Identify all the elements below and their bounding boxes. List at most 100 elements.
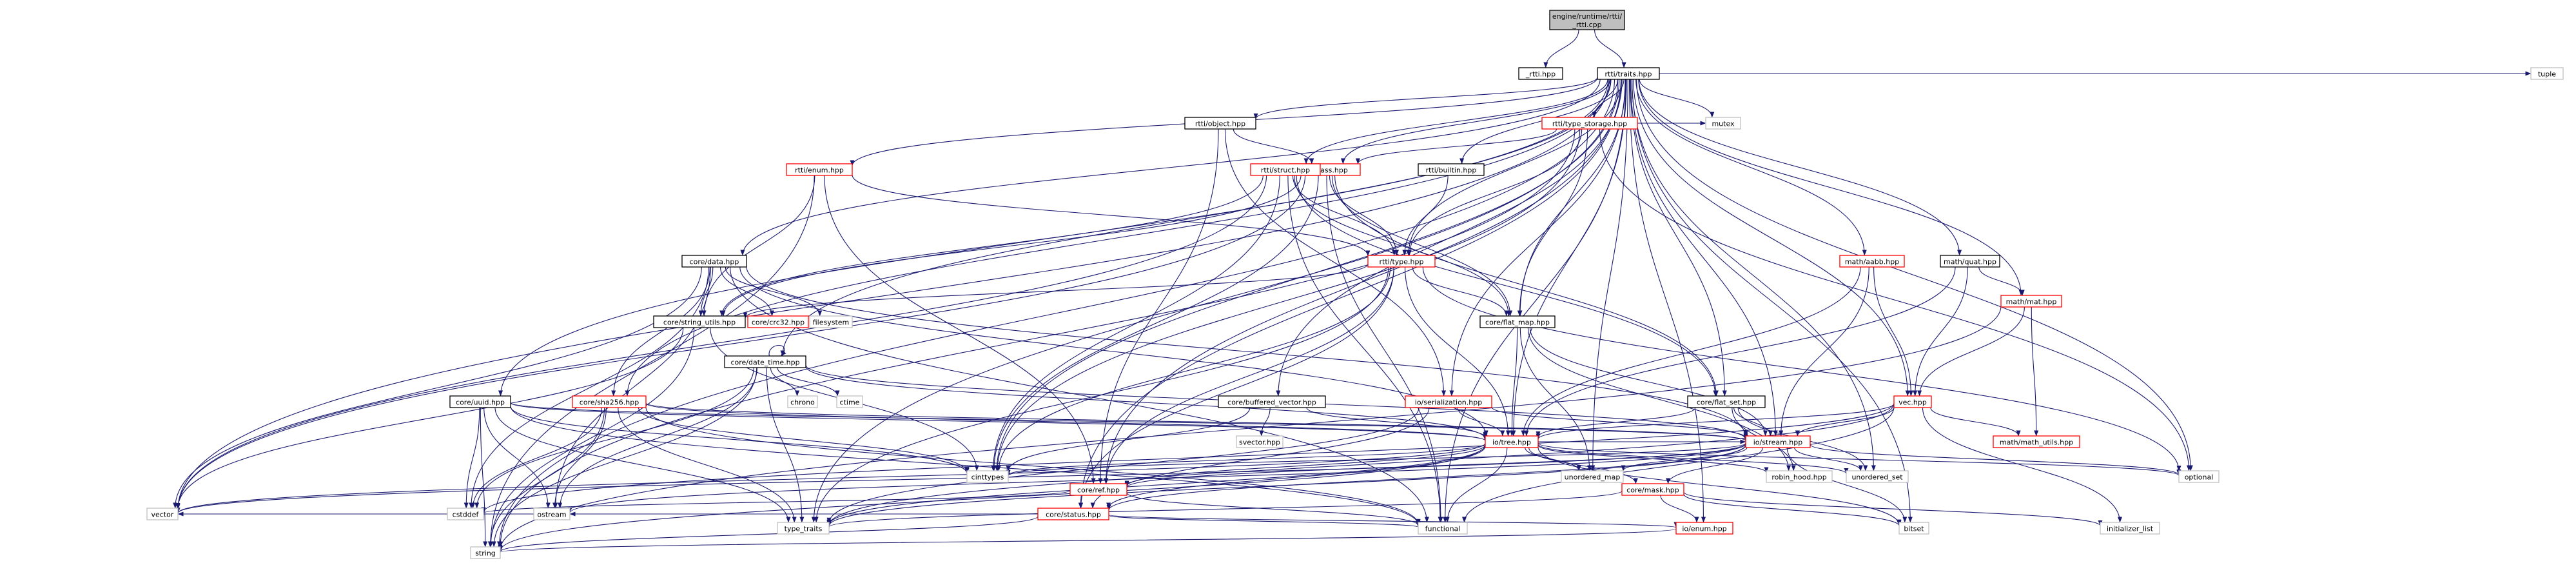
node-box <box>1405 395 1492 408</box>
node-box <box>681 255 747 268</box>
edge-sha256-to-functional <box>645 407 1421 525</box>
node-aabb[interactable]: math/aabb.hpp <box>1839 255 1905 268</box>
node-coreref[interactable]: core/ref.hpp <box>1069 483 1127 496</box>
edge-traits-to-coredata <box>740 79 1601 256</box>
node-flat_set[interactable]: core/flat_set.hpp <box>1687 395 1766 408</box>
node-status[interactable]: core/status.hpp <box>1037 508 1109 520</box>
edge-uuid-to-type_traits <box>494 407 791 523</box>
node-box <box>1418 522 1468 535</box>
edge-mask-to-ioenum <box>1660 495 1699 523</box>
edge-stream-to-unordered_set <box>1794 447 1863 471</box>
edge-serialization-to-type_traits <box>826 407 1420 524</box>
node-label: core/flat_map.hpp <box>1485 319 1550 327</box>
edge-tree-to-unordered_map <box>1525 447 1581 471</box>
edge-serialization-to-tree <box>1457 407 1505 437</box>
edge-uuid-to-tree <box>510 402 1488 441</box>
node-box <box>1940 255 2000 268</box>
node-string_utils[interactable]: core/string_utils.hpp <box>653 315 746 328</box>
node-box <box>1218 395 1326 408</box>
edge-buffered_vector-to-tree <box>1306 407 1488 438</box>
node-object[interactable]: rtti/object.hpp <box>1184 117 1256 130</box>
node-svector: svector.hpp <box>1236 435 1283 448</box>
node-vec[interactable]: vec.hpp <box>1893 395 1932 408</box>
edge-mat-to-string <box>498 306 2002 551</box>
edge-type_storage-to-flat_map <box>1517 128 1588 317</box>
edge-quat-to-vec <box>1913 266 1968 397</box>
node-enum[interactable]: rtti/enum.hpp <box>786 163 853 176</box>
node-root[interactable]: engine/runtime/rtti/_rtti.cpp <box>1549 10 1625 30</box>
edge-coredata-to-sha256 <box>611 266 710 397</box>
node-stream[interactable]: io/stream.hpp <box>1745 435 1811 448</box>
edge-root-to-traits <box>1594 29 1626 68</box>
node-box <box>966 470 1009 483</box>
edge-aabb-to-stream <box>1779 266 1869 437</box>
edge-traits-to-bitset <box>1632 79 1913 523</box>
edge-object-to-class <box>1233 128 1314 164</box>
edge-vec-to-stream <box>1795 407 1895 437</box>
edge-coreref-to-functional <box>1126 492 1421 526</box>
node-buffered_vector[interactable]: core/buffered_vector.hpp <box>1218 395 1326 408</box>
node-quat[interactable]: math/quat.hpp <box>1940 255 2000 268</box>
node-label: core/buffered_vector.hpp <box>1227 399 1316 407</box>
edge-vec-to-math_utils <box>1930 407 2021 437</box>
edge-traits-to-serialization <box>1449 79 1626 397</box>
node-tuple: tuple <box>2530 67 2564 80</box>
node-label: core/uuid.hpp <box>456 399 505 407</box>
node-label: chrono <box>790 399 815 407</box>
edge-type_storage-to-cinttypes <box>995 128 1581 471</box>
edge-coredata-to-stream <box>746 266 1748 437</box>
node-crc32[interactable]: core/crc32.hpp <box>747 315 809 328</box>
node-label: initializer_list <box>2107 525 2154 533</box>
edge-type_storage-to-string <box>498 128 1576 548</box>
edge-sha256-to-cinttypes <box>638 407 970 473</box>
node-mask[interactable]: core/mask.hpp <box>1621 483 1684 496</box>
edge-traits-to-type_traits <box>811 79 1619 523</box>
node-builtin[interactable]: rtti/builtin.hpp <box>1418 163 1485 176</box>
edge-traits-to-type <box>1406 79 1622 256</box>
node-mat[interactable]: math/mat.hpp <box>2000 295 2062 308</box>
edge-traits-to-struct <box>1303 79 1608 164</box>
edge-type-to-coreref <box>1104 266 1394 484</box>
node-date_time[interactable]: core/date_time.hpp <box>724 355 806 368</box>
node-math_utils[interactable]: math/math_utils.hpp <box>1993 435 2080 448</box>
edge-flat_map-to-tree <box>1509 327 1518 437</box>
node-box <box>2530 67 2564 80</box>
node-uuid[interactable]: core/uuid.hpp <box>449 395 511 408</box>
node-cstddef: cstddef <box>447 508 484 520</box>
node-box <box>2178 470 2220 483</box>
node-type[interactable]: rtti/type.hpp <box>1367 255 1436 268</box>
node-label: string <box>475 549 496 558</box>
node-box <box>447 508 484 520</box>
node-rtti_hpp[interactable]: _rtti.hpp <box>1518 67 1563 80</box>
edge-ioenum-to-string <box>498 528 1677 553</box>
edge-class-to-type <box>1329 175 1399 256</box>
edge-traits-to-unordered_set <box>1632 79 1876 471</box>
edge-traits-to-class <box>1340 79 1611 164</box>
node-ostream: ostream <box>533 508 571 520</box>
edge-sha256-to-stream <box>645 402 1748 441</box>
node-box <box>1518 67 1563 80</box>
edge-class-to-cinttypes <box>991 175 1319 471</box>
node-struct[interactable]: rtti/struct.hpp <box>1250 163 1321 176</box>
node-box <box>1561 470 1624 483</box>
node-box <box>572 395 647 408</box>
node-flat_map[interactable]: core/flat_map.hpp <box>1479 315 1556 328</box>
node-box <box>1846 470 1909 483</box>
node-label: rtti/traits.hpp <box>1605 70 1652 79</box>
edge-stream-to-type_traits <box>826 444 1746 526</box>
node-traits[interactable]: rtti/traits.hpp <box>1597 67 1660 80</box>
node-label: cinttypes <box>971 473 1004 482</box>
edge-stream-to-unordered_map <box>1621 447 1748 471</box>
node-sha256[interactable]: core/sha256.hpp <box>572 395 647 408</box>
node-initializer_list: initializer_list <box>2100 522 2160 535</box>
node-ioenum[interactable]: io/enum.hpp <box>1675 522 1733 535</box>
edge-traits-to-mat <box>1638 79 2024 296</box>
node-type_storage[interactable]: rtti/type_storage.hpp <box>1541 117 1638 130</box>
node-tree[interactable]: io/tree.hpp <box>1485 435 1539 448</box>
node-coredata[interactable]: core/data.hpp <box>681 255 747 268</box>
node-serialization[interactable]: io/serialization.hpp <box>1405 395 1492 408</box>
edge-stream-to-vector <box>175 442 1746 514</box>
edge-mask-to-bitset <box>1683 493 1902 527</box>
node-box <box>836 395 863 408</box>
